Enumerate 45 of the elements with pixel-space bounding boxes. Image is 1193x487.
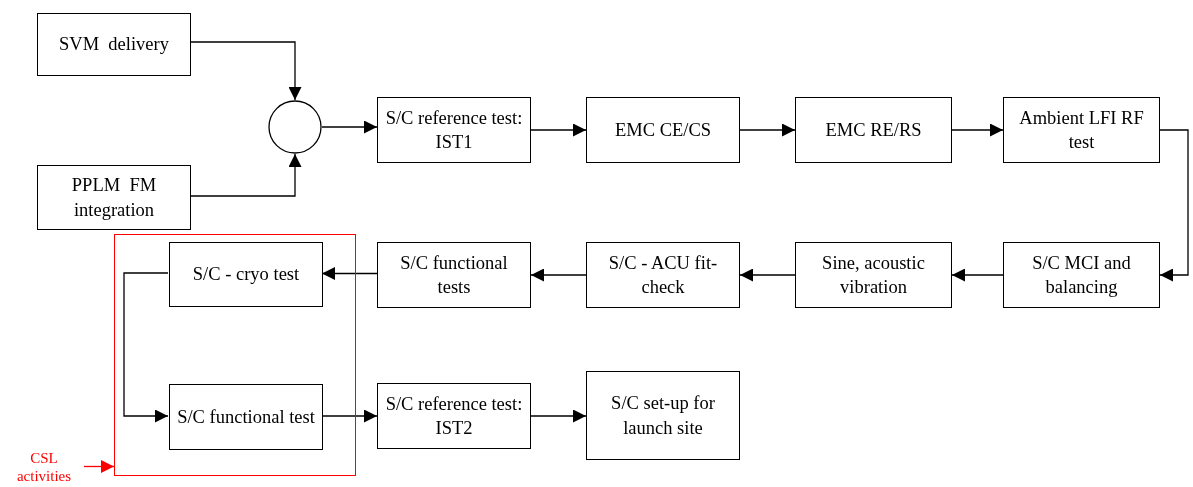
process-label: S/C functional test: [176, 405, 316, 429]
process-label: Sine, acoustic vibration: [821, 251, 926, 299]
process-label: S/C set-up for launch site: [610, 392, 716, 440]
group-frame: [114, 234, 356, 476]
process-box: [169, 242, 323, 307]
process-label: S/C reference test: IST2: [384, 392, 524, 440]
process-label: SVM delivery: [58, 33, 170, 57]
arrow: [321, 409, 378, 423]
process-box: [37, 165, 191, 230]
process-box: [377, 383, 531, 449]
process-label: S/C MCI and balancing: [1031, 251, 1132, 299]
process-box: [586, 97, 740, 163]
process-box: [1003, 97, 1160, 163]
process-box: [37, 13, 191, 76]
process-box: [377, 242, 531, 308]
process-box: [1003, 242, 1160, 308]
arrow: [739, 123, 796, 137]
process-label: Ambient LFI RF test: [1018, 106, 1145, 154]
arrow: [951, 268, 1004, 282]
process-box: [169, 384, 323, 450]
process-label: PPLM FM integration: [70, 174, 158, 222]
process-box: [795, 97, 952, 163]
arrow: [123, 272, 169, 423]
process-label: EMC RE/RS: [824, 118, 923, 142]
process-label: S/C - ACU fit-check: [607, 251, 719, 299]
arrow: [1159, 129, 1189, 282]
process-label: S/C - cryo test: [191, 263, 301, 287]
arrow: [951, 123, 1004, 137]
process-box: [377, 97, 531, 163]
process-box: [795, 242, 952, 308]
process-label: S/C functional tests: [399, 251, 509, 299]
annotation-text: CSL activities: [15, 448, 73, 485]
arrow: [530, 268, 587, 282]
process-label: EMC CE/CS: [613, 118, 713, 142]
process-label: S/C reference test: IST1: [384, 106, 524, 154]
process-box: [586, 242, 740, 308]
arrow: [530, 123, 587, 137]
arrow: [190, 153, 302, 197]
arrow: [530, 409, 587, 423]
arrow: [190, 41, 302, 101]
arrow: [739, 268, 796, 282]
arrow: [83, 460, 115, 473]
process-box: [586, 371, 740, 460]
arrow: [321, 267, 378, 280]
arrow: [321, 120, 378, 134]
